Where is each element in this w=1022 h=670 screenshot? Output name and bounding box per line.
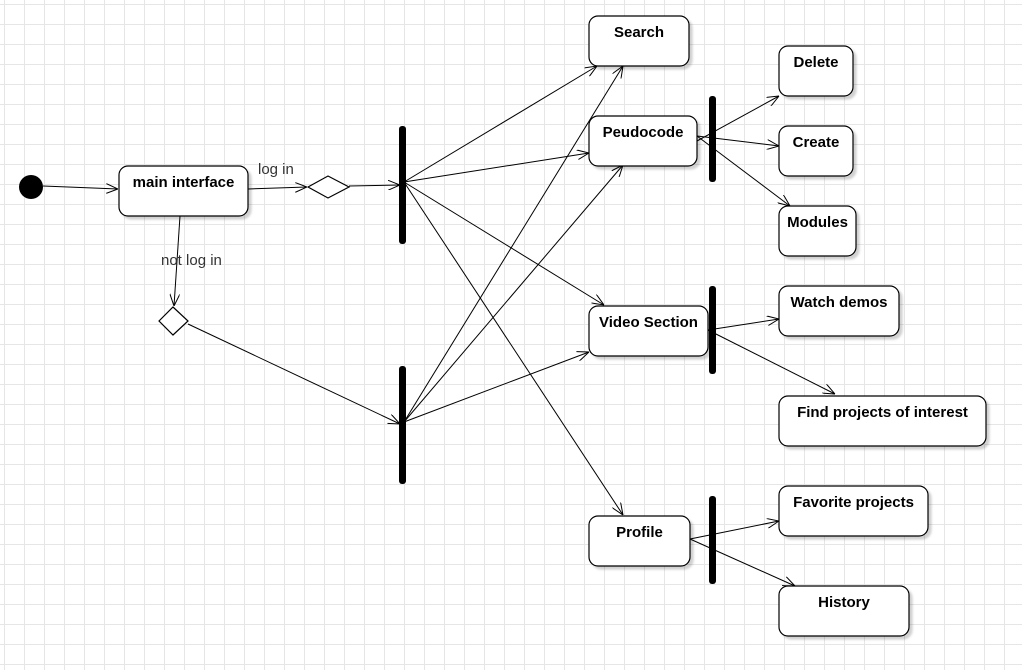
edge-fork1-to-profile [403,181,623,515]
initial-node [19,175,43,199]
node-create-box [778,125,854,177]
edge-fork2-to-peudocode [403,165,623,423]
node-favorite-projects-label: Favorite projects [793,494,914,511]
node-main-interface-box [118,165,249,217]
node-search-label: Search [614,24,664,41]
edge-video-to-watch [707,319,779,331]
node-search[interactable]: Search [588,15,690,67]
node-find-projects[interactable]: Find projects of interest [778,395,987,447]
label-log-in: log in [258,161,294,178]
node-video-section-label: Video Section [599,314,698,331]
node-profile-label: Profile [616,524,663,541]
edge-login-decision-to-fork [348,185,400,186]
edge-fork1-to-video [403,181,604,305]
node-search-box [588,15,690,67]
node-history-label: History [818,594,870,611]
node-find-projects-box [778,395,987,447]
edge-fork2-to-video [403,352,589,423]
node-profile-box [588,515,691,567]
node-watch-demos-box [778,285,900,337]
node-modules-label: Modules [787,214,848,231]
node-profile[interactable]: Profile [588,515,691,567]
edge-fork1-to-search [403,66,597,183]
node-modules-box [778,205,857,257]
node-delete-label: Delete [793,54,838,71]
node-create-label: Create [793,134,840,151]
node-favorite-projects-box [778,485,929,537]
edge-fork1-to-peudocode [403,153,589,183]
edge-start-to-main [42,186,118,189]
node-modules[interactable]: Modules [778,205,857,257]
node-peudocode[interactable]: Peudocode [588,115,698,167]
edge-profile-to-favorite [689,521,779,540]
node-history-box [778,585,910,637]
fork-bar-peudocode [709,96,716,182]
node-peudocode-label: Peudocode [603,124,684,141]
edge-profile-to-history [689,538,795,586]
node-watch-demos-label: Watch demos [791,294,888,311]
fork-bar-video [709,286,716,374]
decision-not-login [158,306,189,336]
decision-login [306,175,351,199]
edge-main-to-notlogin-decision [174,215,181,306]
node-video-section-box [588,305,709,357]
edge-fork2-to-search [403,66,623,423]
node-favorite-projects[interactable]: Favorite projects [778,485,929,537]
node-video-section[interactable]: Video Section [588,305,709,357]
node-main-interface[interactable]: main interface [118,165,249,217]
fork-bar-guest [399,366,406,484]
node-peudocode-box [588,115,698,167]
fork-bar-login [399,126,406,244]
edge-notlogin-decision-to-fork [187,323,400,424]
node-find-projects-label: Find projects of interest [797,404,968,421]
node-delete-box [778,45,854,97]
label-not-log-in: not log in [161,252,222,269]
node-history[interactable]: History [778,585,910,637]
node-main-interface-label: main interface [133,174,235,191]
node-delete[interactable]: Delete [778,45,854,97]
fork-bar-profile [709,496,716,584]
node-watch-demos[interactable]: Watch demos [778,285,900,337]
node-create[interactable]: Create [778,125,854,177]
edges [42,66,835,586]
edge-video-to-find [707,329,835,394]
edge-main-to-login-decision [247,187,307,189]
